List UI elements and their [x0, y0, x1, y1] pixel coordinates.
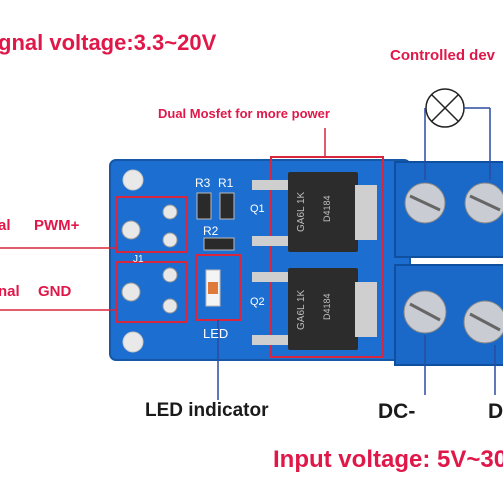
silk-chip-bottom: GA6L 1K [296, 289, 307, 330]
pin-header-top [116, 196, 188, 253]
silk-chip-top-code: D4184 [322, 195, 332, 222]
silk-r2: R2 [203, 224, 219, 238]
mount-hole-bottom [122, 331, 144, 353]
pwm-label: PWM+ [34, 217, 80, 234]
dual-mosfet-label: Dual Mosfet for more power [158, 106, 330, 121]
gnd-prefix-label: nal [0, 283, 20, 300]
resistor-r1 [219, 192, 235, 220]
silk-r3: R3 [195, 176, 211, 190]
resistor-r2 [203, 237, 235, 251]
silk-q2: Q2 [250, 296, 265, 308]
resistor-r3 [196, 192, 212, 220]
silk-j1: J1 [133, 254, 144, 265]
silk-chip-bottom-code: D4184 [322, 293, 332, 320]
silk-q1: Q1 [250, 203, 265, 215]
dc-plus-label: D [488, 400, 503, 423]
silk-chip-top: GA6L 1K [296, 191, 307, 232]
mosfet-annotation-box [270, 156, 384, 358]
mount-hole-top [122, 169, 144, 191]
dc-minus-label: DC- [378, 400, 416, 423]
silk-led: LED [203, 326, 228, 341]
pin-header-bottom [116, 261, 188, 323]
input-voltage-label: Input voltage: 5V~30 [273, 446, 503, 473]
signal-voltage-label: gnal voltage:3.3~20V [0, 30, 217, 55]
controlled-device-label: Controlled dev [390, 47, 496, 64]
pwm-prefix-label: al [0, 217, 11, 234]
mosfet-q2 [288, 268, 358, 350]
gnd-label: GND [38, 283, 72, 300]
mosfet-q1 [288, 172, 358, 252]
led-indicator-label: LED indicator [145, 400, 269, 421]
silk-r1: R1 [218, 176, 234, 190]
